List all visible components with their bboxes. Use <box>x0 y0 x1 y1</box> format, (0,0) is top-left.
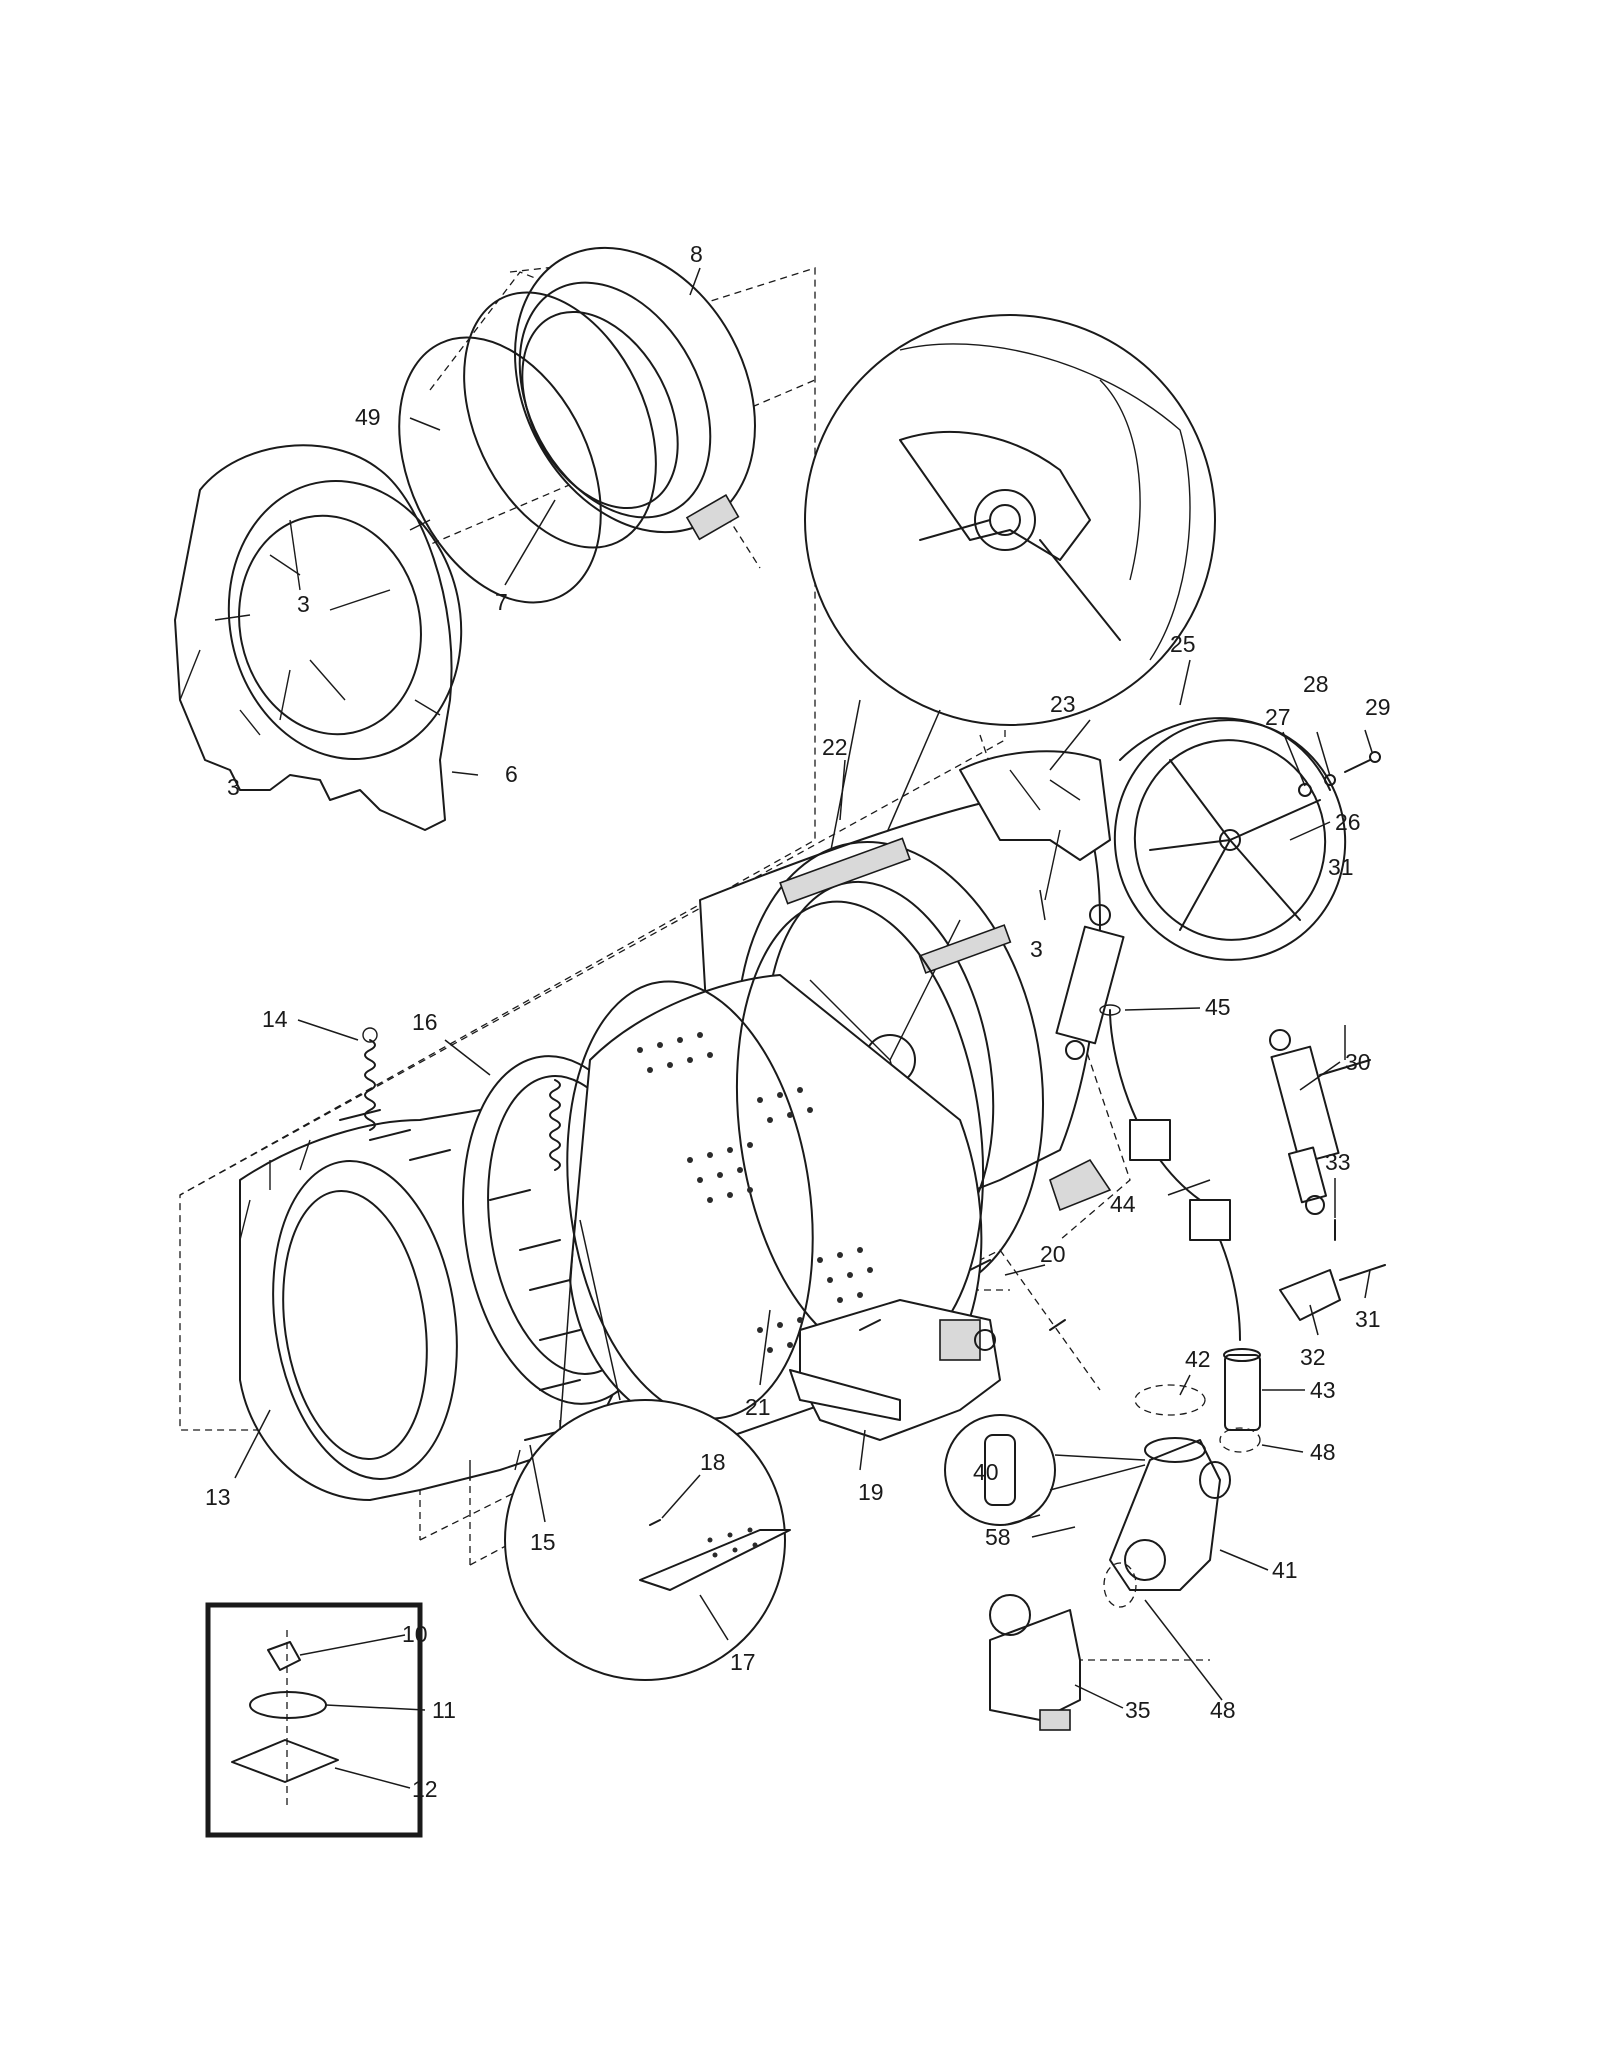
callout-32: 32 <box>1300 1344 1326 1370</box>
callout-42: 42 <box>1185 1346 1211 1372</box>
callout-3-upper: 3 <box>297 591 310 617</box>
callout-10: 10 <box>402 1621 428 1647</box>
callout-27: 27 <box>1265 704 1291 730</box>
callout-28: 28 <box>1303 671 1329 697</box>
callout-48-upper: 48 <box>1310 1439 1336 1465</box>
callout-31-upper: 31 <box>1328 854 1354 880</box>
callout-33: 33 <box>1325 1149 1351 1175</box>
callout-45: 45 <box>1205 994 1231 1020</box>
counterweight-part-23 <box>959 750 1111 901</box>
callout-29: 29 <box>1365 694 1391 720</box>
shock-bracket-part-32 <box>1279 1269 1341 1321</box>
callout-8: 8 <box>690 241 703 267</box>
callout-3-lower: 3 <box>227 774 240 800</box>
drive-pulley-part-26 <box>1113 719 1347 961</box>
pulley-fasteners-27-28-29 <box>1298 751 1381 797</box>
callout-18: 18 <box>700 1449 726 1475</box>
hose-clamp-part-42 <box>1134 1384 1206 1416</box>
clamp-ring-part-7 <box>463 291 657 549</box>
callout-22: 22 <box>822 734 848 760</box>
callout-41: 41 <box>1272 1557 1298 1583</box>
tub-spring-inner <box>549 1079 561 1171</box>
callout-15: 15 <box>530 1529 556 1555</box>
tub-bolts-part-15 <box>339 1109 581 1441</box>
callout-25: 25 <box>1170 631 1196 657</box>
callout-21: 21 <box>745 1394 771 1420</box>
callout-14: 14 <box>262 1006 288 1032</box>
sump-part-41 <box>1109 1437 1231 1591</box>
drum-spider-detail-bubble <box>799 314 1216 1011</box>
callout-30: 30 <box>1345 1049 1371 1075</box>
callout-3-rear: 3 <box>1030 936 1043 962</box>
callout-35: 35 <box>1125 1697 1151 1723</box>
callout-leaders <box>234 267 1373 1789</box>
motor-part-19 <box>789 1299 1001 1441</box>
pressure-sensor-part-43 <box>1223 1348 1261 1431</box>
drain-pump-part-35 <box>989 1594 1081 1731</box>
hardware-inset-box <box>205 1602 423 1838</box>
motor-screws-part-20 <box>859 1259 1066 1331</box>
callout-11: 11 <box>432 1697 456 1723</box>
hose-clamp-part-48-lower <box>1103 1562 1137 1608</box>
drive-belt-part-25 <box>1119 717 1331 791</box>
callout-17: 17 <box>730 1649 756 1675</box>
shock-absorber-upper-left <box>1055 904 1125 1060</box>
callout-6: 6 <box>505 761 518 787</box>
callout-20: 20 <box>1040 1241 1066 1267</box>
callout-31-lower: 31 <box>1355 1306 1381 1332</box>
callout-49: 49 <box>355 404 381 430</box>
shock-absorber-part-30 <box>1269 1029 1340 1215</box>
hose-clamp-part-48-upper <box>1219 1427 1261 1453</box>
callout-44: 44 <box>1110 1191 1136 1217</box>
callout-13: 13 <box>205 1484 231 1510</box>
callout-labels: 8 49 7 3 3 6 22 23 25 27 28 29 26 3 31 4… <box>205 241 1391 1802</box>
drum-perforations <box>637 1032 873 1353</box>
callout-26: 26 <box>1335 809 1361 835</box>
front-tub-cover-part-6 <box>174 444 463 831</box>
callout-7: 7 <box>495 589 508 615</box>
callout-58: 58 <box>985 1524 1011 1550</box>
callout-12: 12 <box>412 1776 438 1802</box>
callout-16: 16 <box>412 1009 438 1035</box>
clamp-ring-part-49 <box>398 336 602 604</box>
callout-23: 23 <box>1050 691 1076 717</box>
callout-48-lower: 48 <box>1210 1697 1236 1723</box>
tub-spring-part-14 <box>362 1027 378 1131</box>
lifter-detail-bubble <box>504 1219 791 1681</box>
air-hose-part-44 <box>1099 1004 1241 1341</box>
callout-19: 19 <box>858 1479 884 1505</box>
door-gasket-part-8 <box>514 246 756 541</box>
shock-pins-part-31 <box>1319 1059 1386 1281</box>
filter-bubble-part-40 <box>944 1414 1146 1526</box>
callout-40: 40 <box>973 1459 999 1485</box>
callout-43: 43 <box>1310 1377 1336 1403</box>
